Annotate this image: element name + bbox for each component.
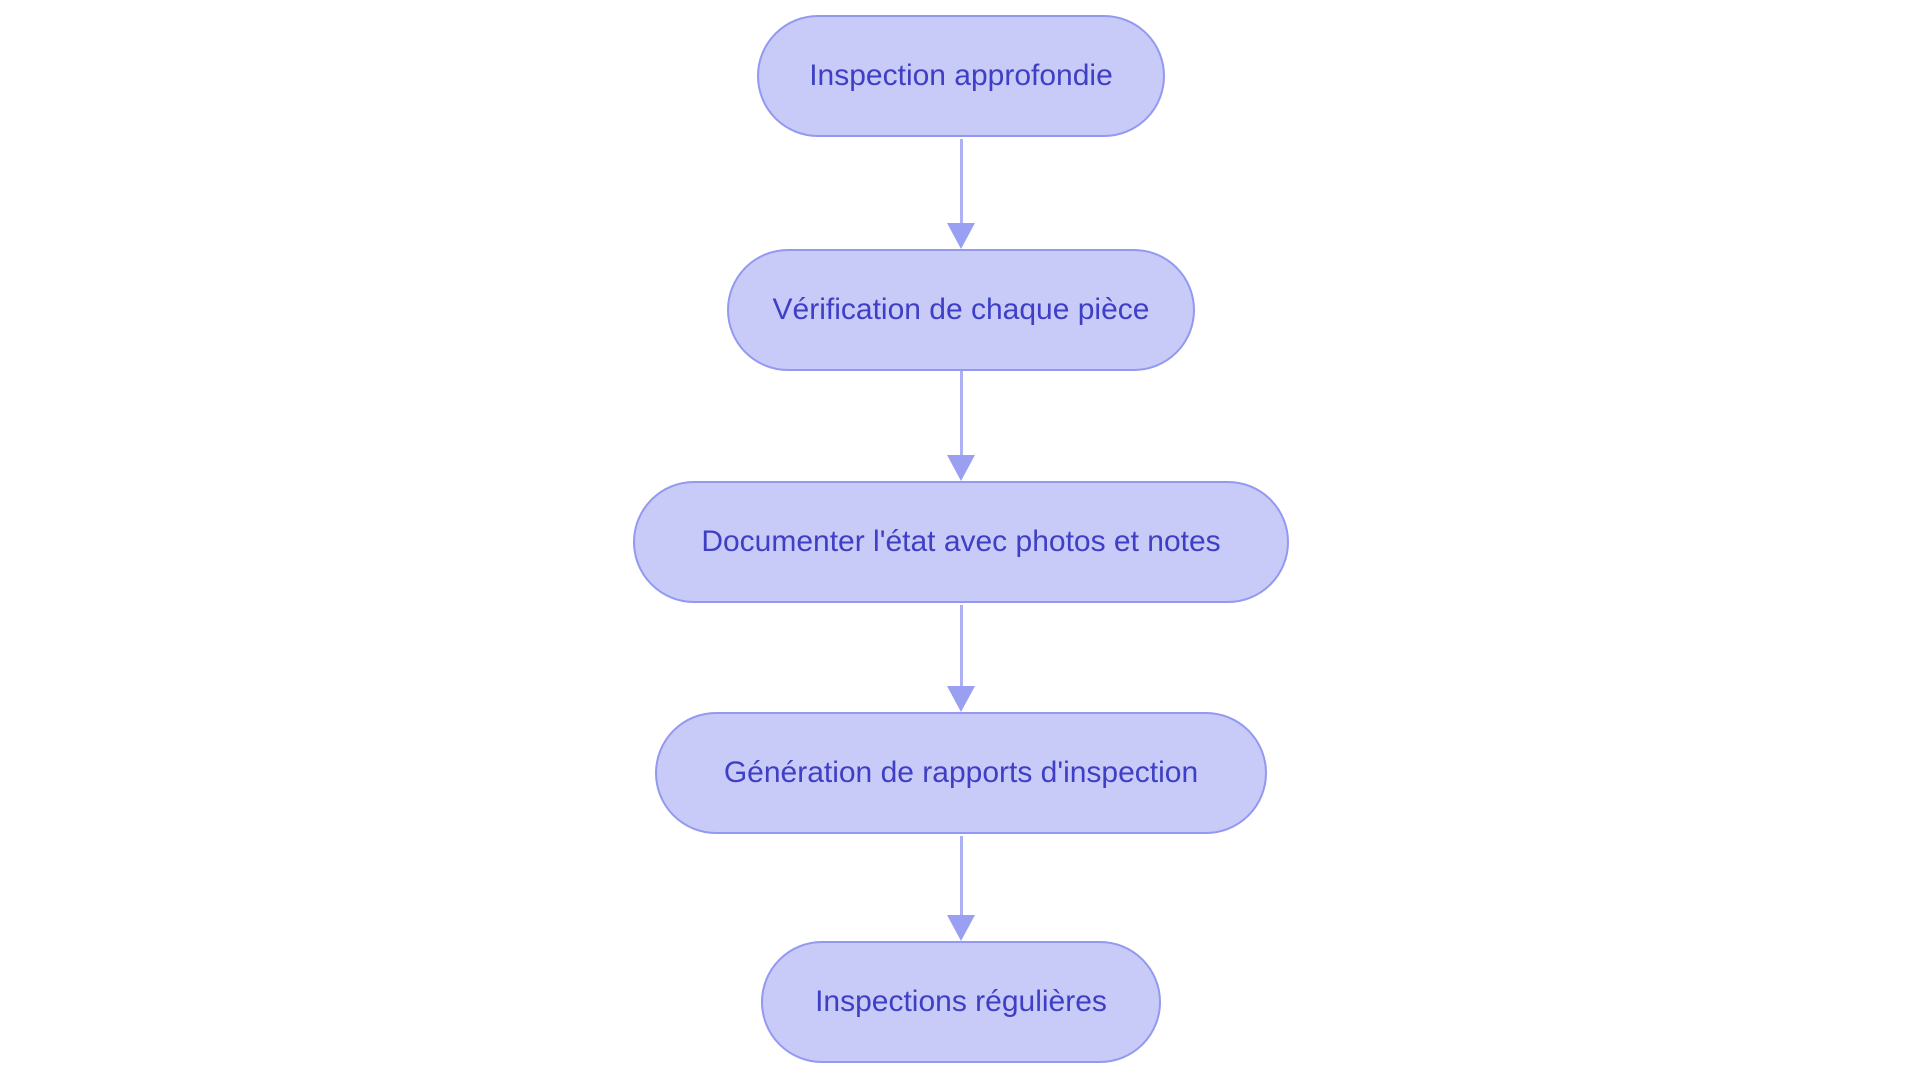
arrow-down-icon bbox=[947, 915, 975, 941]
arrow-line bbox=[959, 605, 963, 686]
flow-node-inspections-regulieres: Inspections régulières bbox=[761, 941, 1161, 1063]
connector-1-2 bbox=[946, 139, 976, 249]
flow-node-label: Vérification de chaque pièce bbox=[772, 293, 1150, 326]
flow-node-label: Génération de rapports d'inspection bbox=[723, 756, 1199, 789]
arrow-down-icon bbox=[947, 223, 975, 249]
flow-node-label: Inspection approfondie bbox=[809, 59, 1113, 92]
connector-3-4 bbox=[946, 605, 976, 712]
flow-node-documenter-etat-photos-notes: Documenter l'état avec photos et notes bbox=[633, 481, 1289, 603]
connector-4-5 bbox=[946, 836, 976, 941]
flow-node-generation-rapports-inspection: Génération de rapports d'inspection bbox=[655, 712, 1267, 834]
flow-node-inspection-approfondie: Inspection approfondie bbox=[757, 15, 1165, 137]
connector-2-3 bbox=[946, 371, 976, 481]
arrow-down-icon bbox=[947, 686, 975, 712]
flow-node-verification-chaque-piece: Vérification de chaque pièce bbox=[727, 249, 1195, 371]
arrow-line bbox=[959, 371, 963, 455]
flow-node-label: Inspections régulières bbox=[815, 985, 1107, 1018]
flow-node-label: Documenter l'état avec photos et notes bbox=[701, 525, 1221, 558]
arrow-line bbox=[959, 139, 963, 223]
arrow-down-icon bbox=[947, 455, 975, 481]
arrow-line bbox=[959, 836, 963, 915]
